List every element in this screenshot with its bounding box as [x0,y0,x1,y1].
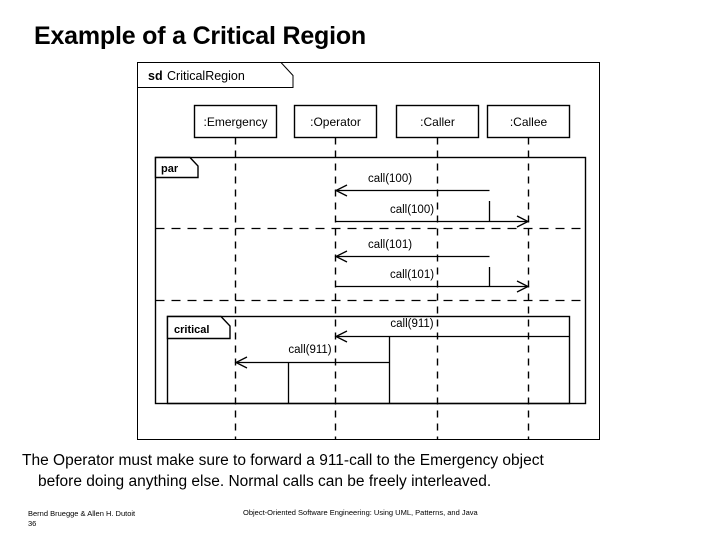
lifeline-label-callee: :Callee [510,115,548,129]
caption-line-2: before doing anything else. Normal calls… [38,473,492,490]
lifeline-operator[interactable]: :Operator [293,104,378,440]
message-arrowhead-m2 [516,215,530,228]
slide-caption: The Operator must make sure to forward a… [22,450,704,492]
lifeline-callee[interactable]: :Callee [486,104,571,440]
message-m5[interactable]: call(911) [334,318,569,343]
fragment-critical[interactable]: critical [166,315,571,405]
fragment-critical-tab [166,315,231,340]
fragment-par-tab [154,156,199,179]
message-m1[interactable]: call(100) [334,173,490,197]
activation-bars [287,201,491,403]
message-m6[interactable]: call(911) [234,344,390,369]
footer-book-title: Object-Oriented Software Engineering: Us… [243,508,478,517]
message-arrowhead-m4 [516,280,530,293]
message-label-m1: call(100) [368,173,412,185]
caption-line-1: The Operator must make sure to forward a… [22,452,544,469]
lifeline-label-emergency: :Emergency [203,115,267,129]
lifeline-label-caller: :Caller [420,115,455,129]
fragment-par[interactable]: par [154,156,587,405]
message-arrowhead-m1 [334,184,348,197]
lifeline-caller[interactable]: :Caller [395,104,480,440]
message-m3[interactable]: call(101) [334,239,490,263]
fragment-critical-operator-label: critical [174,324,209,336]
message-label-m5: call(911) [390,318,433,330]
footer-authors: Bernd Bruegge & Allen H. Dutoit [28,509,136,518]
lifeline-head-operator[interactable] [293,104,378,139]
sd-frame-tab [137,62,294,88]
lifeline-emergency[interactable]: :Emergency [193,104,278,440]
lifeline-label-operator: :Operator [310,115,361,129]
sd-frame-name: CriticalRegion [167,69,245,83]
message-arrowhead-m5 [334,330,348,343]
sd-keyword: sd [148,69,163,83]
message-m2[interactable]: call(100) [336,204,530,228]
message-label-m2: call(100) [390,204,434,216]
message-label-m4: call(101) [390,269,434,281]
message-arrowhead-m3 [334,250,348,263]
message-m4[interactable]: call(101) [336,269,530,293]
page-title: Example of a Critical Region [34,22,366,50]
fragment-critical-box[interactable] [166,315,571,405]
message-label-m3: call(101) [368,239,412,251]
message-label-m6: call(911) [288,344,331,356]
footer-page-number: 36 [28,519,37,528]
message-arrowhead-m6 [234,356,248,369]
fragment-par-operator-label: par [161,163,179,175]
